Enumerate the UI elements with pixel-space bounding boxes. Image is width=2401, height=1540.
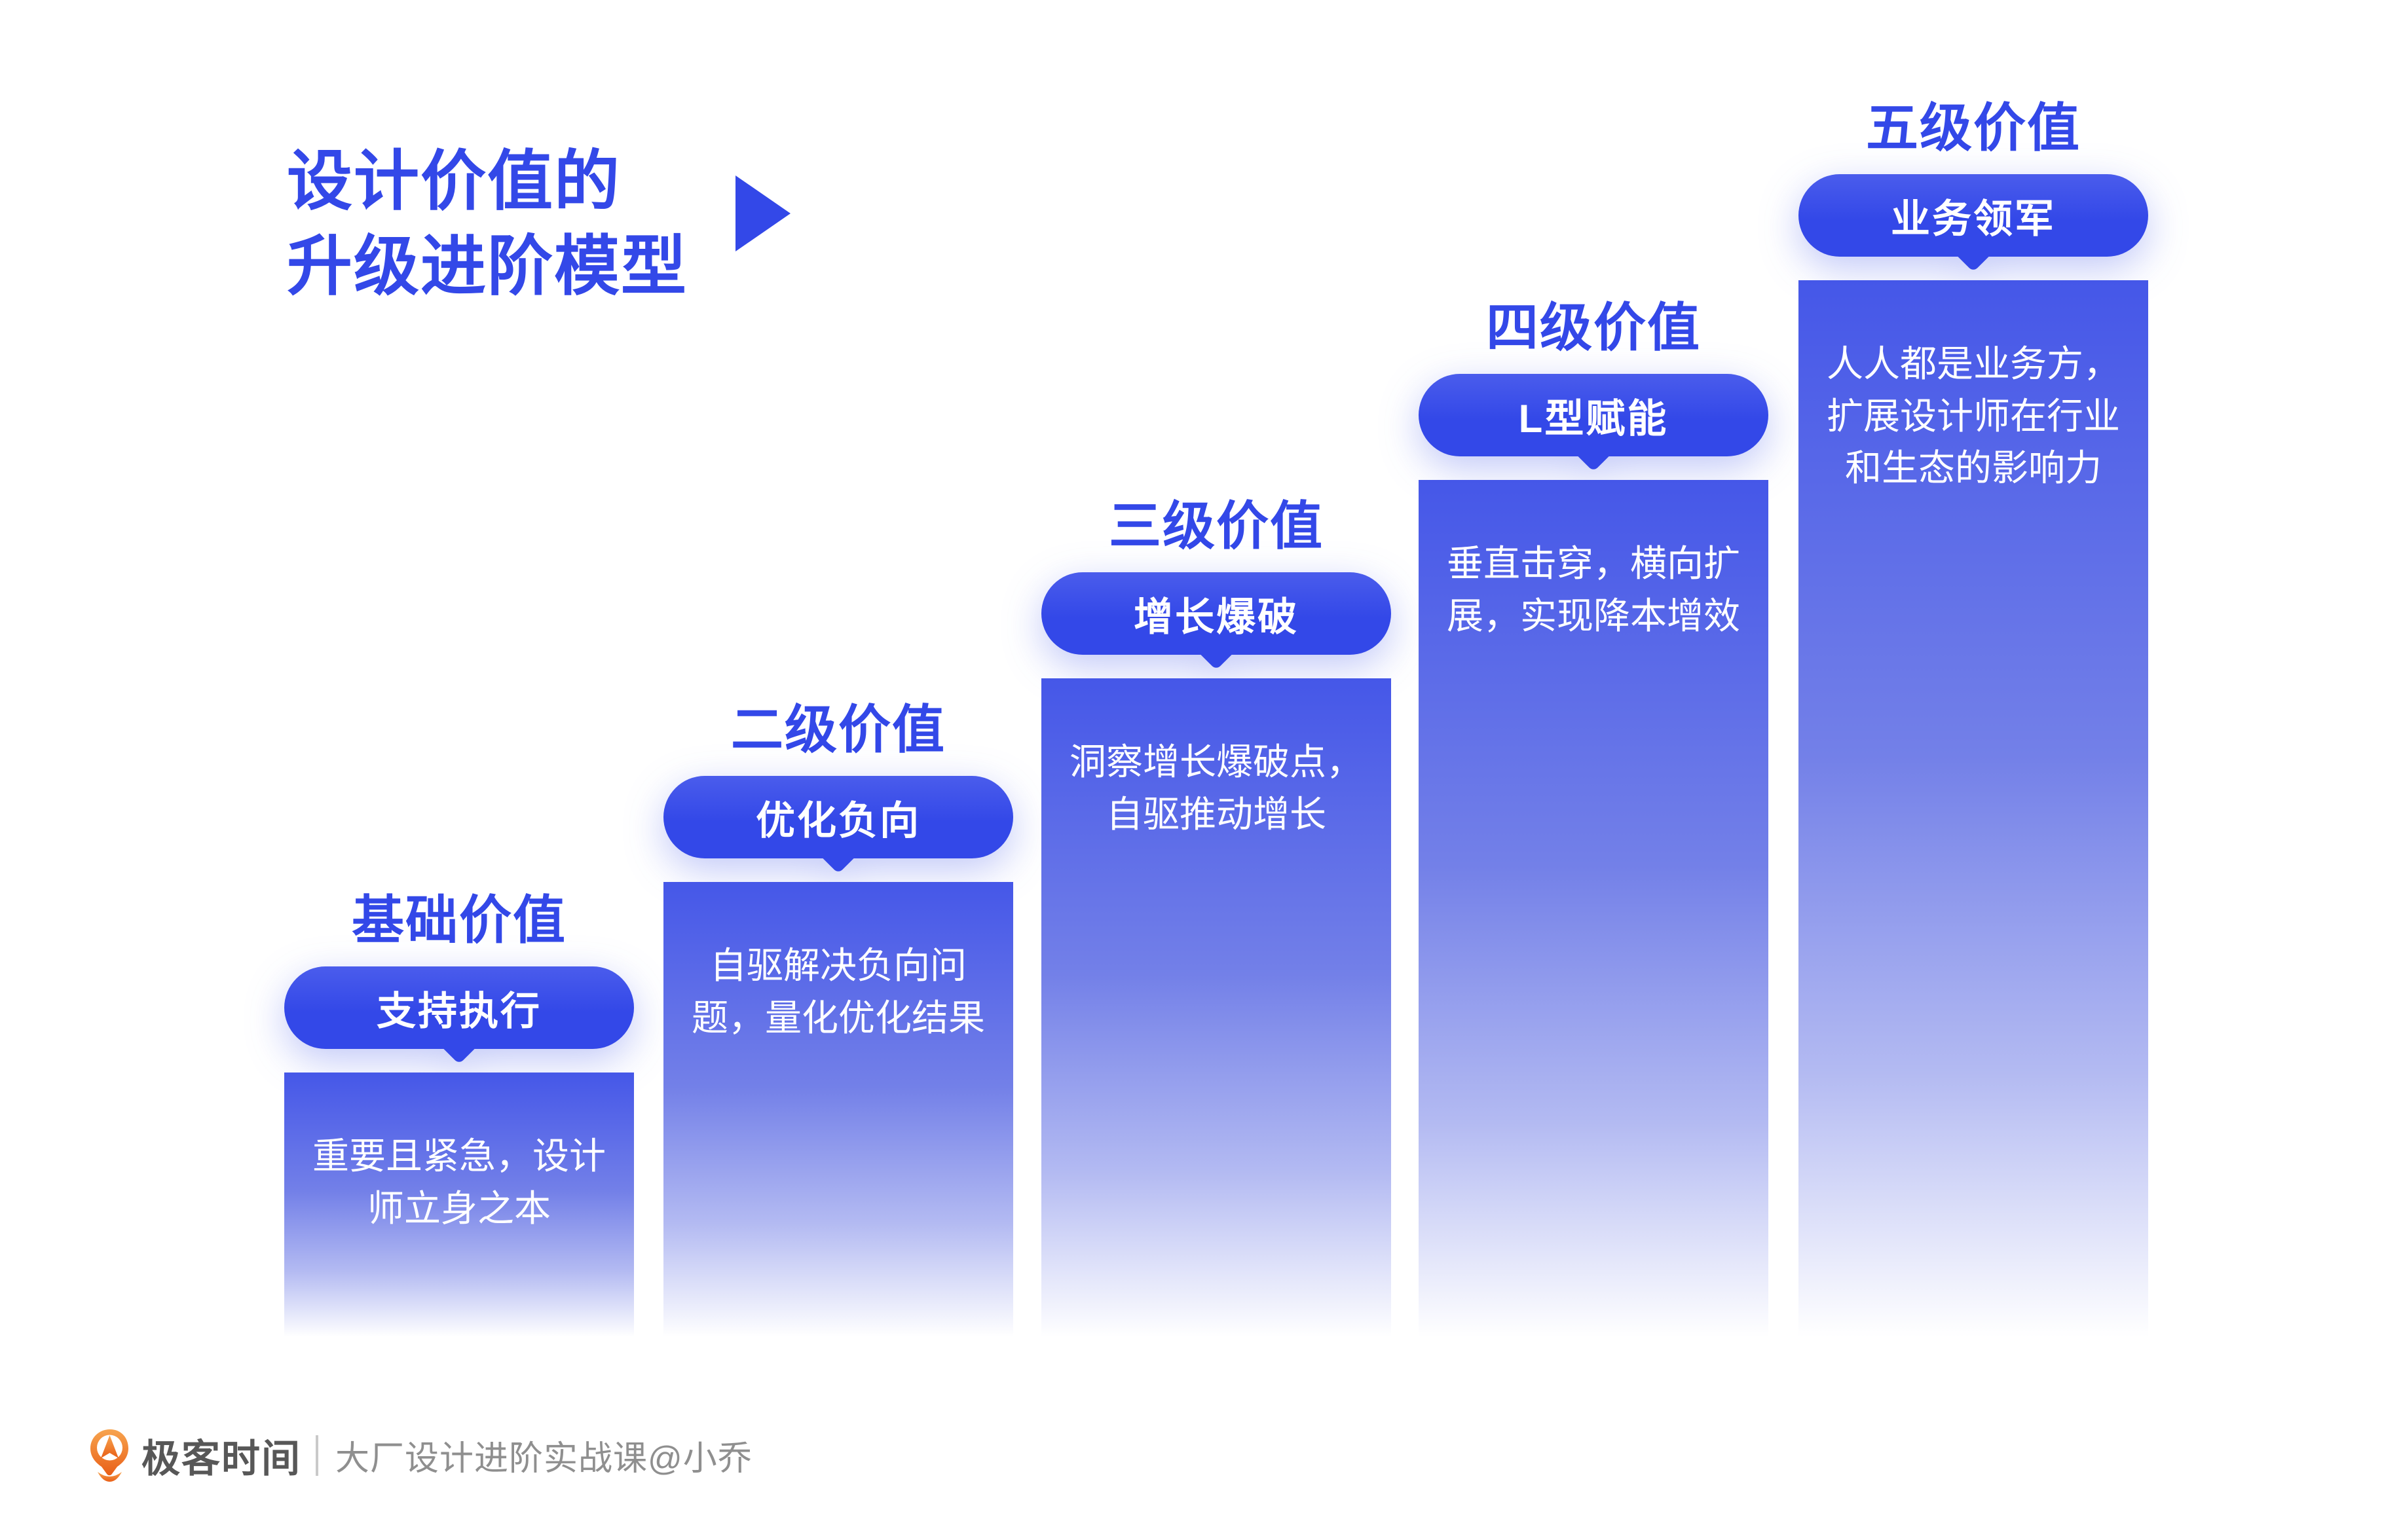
level-label: 二级价值: [731, 701, 946, 759]
play-triangle-icon: [735, 175, 791, 251]
level-pill: 增长爆破: [1041, 572, 1391, 655]
pill-label: 增长爆破: [1134, 595, 1299, 639]
level-label: 四级价值: [1486, 299, 1701, 357]
level-bar: 重要且紧急，设计 师立身之本: [284, 1072, 634, 1337]
level-pill: 优化负向: [663, 776, 1013, 858]
footer-brand: 极客时间: [141, 1437, 302, 1480]
level-description: 洞察增长爆破点， 自驱推动增长: [1070, 741, 1363, 835]
step-level-5: 五级价值 业务领军 人人都是业务方， 扩展设计师在行业 和生态的影响力: [1798, 99, 2148, 1337]
level-bar: 垂直击穿，横向扩 展，实现降本增效: [1419, 480, 1768, 1337]
pill-label: 支持执行: [377, 989, 542, 1033]
level-description: 垂直击穿，横向扩 展，实现降本增效: [1447, 543, 1740, 636]
geektime-logo-icon: [90, 1429, 128, 1482]
level-pill: 支持执行: [284, 966, 634, 1049]
step-level-3: 三级价值 增长爆破 洞察增长爆破点， 自驱推动增长: [1041, 497, 1391, 1337]
level-description: 重要且紧急，设计 师立身之本: [312, 1135, 606, 1229]
level-bar: 洞察增长爆破点， 自驱推动增长: [1041, 678, 1391, 1337]
level-bar: 人人都是业务方， 扩展设计师在行业 和生态的影响力: [1798, 280, 2148, 1337]
level-label: 三级价值: [1109, 497, 1324, 555]
footer: 极客时间 大厂设计进阶实战课@小乔: [89, 1427, 753, 1483]
pill-label: 业务领军: [1891, 196, 2056, 241]
level-label: 基础价值: [352, 891, 567, 949]
footer-course-credit: 大厂设计进阶实战课@小乔: [335, 1440, 753, 1478]
level-description: 人人都是业务方， 扩展设计师在行业 和生态的影响力: [1827, 343, 2120, 489]
pill-label: 优化负向: [756, 798, 921, 843]
level-pill: L型赋能: [1419, 374, 1768, 456]
level-pill: 业务领军: [1798, 174, 2148, 257]
step-level-2: 二级价值 优化负向 自驱解决负向问 题，量化优化结果: [663, 701, 1013, 1337]
level-description: 自驱解决负向问 题，量化优化结果: [692, 945, 985, 1038]
footer-divider: [316, 1435, 319, 1476]
level-bar: 自驱解决负向问 题，量化优化结果: [663, 882, 1013, 1337]
step-level-4: 四级价值 L型赋能 垂直击穿，横向扩 展，实现降本增效: [1419, 299, 1768, 1337]
page-title: 设计价值的 升级进阶模型: [287, 145, 688, 303]
step-level-1: 基础价值 支持执行 重要且紧急，设计 师立身之本: [284, 891, 634, 1337]
pill-label: L型赋能: [1518, 396, 1669, 441]
level-label: 五级价值: [1866, 99, 2081, 157]
